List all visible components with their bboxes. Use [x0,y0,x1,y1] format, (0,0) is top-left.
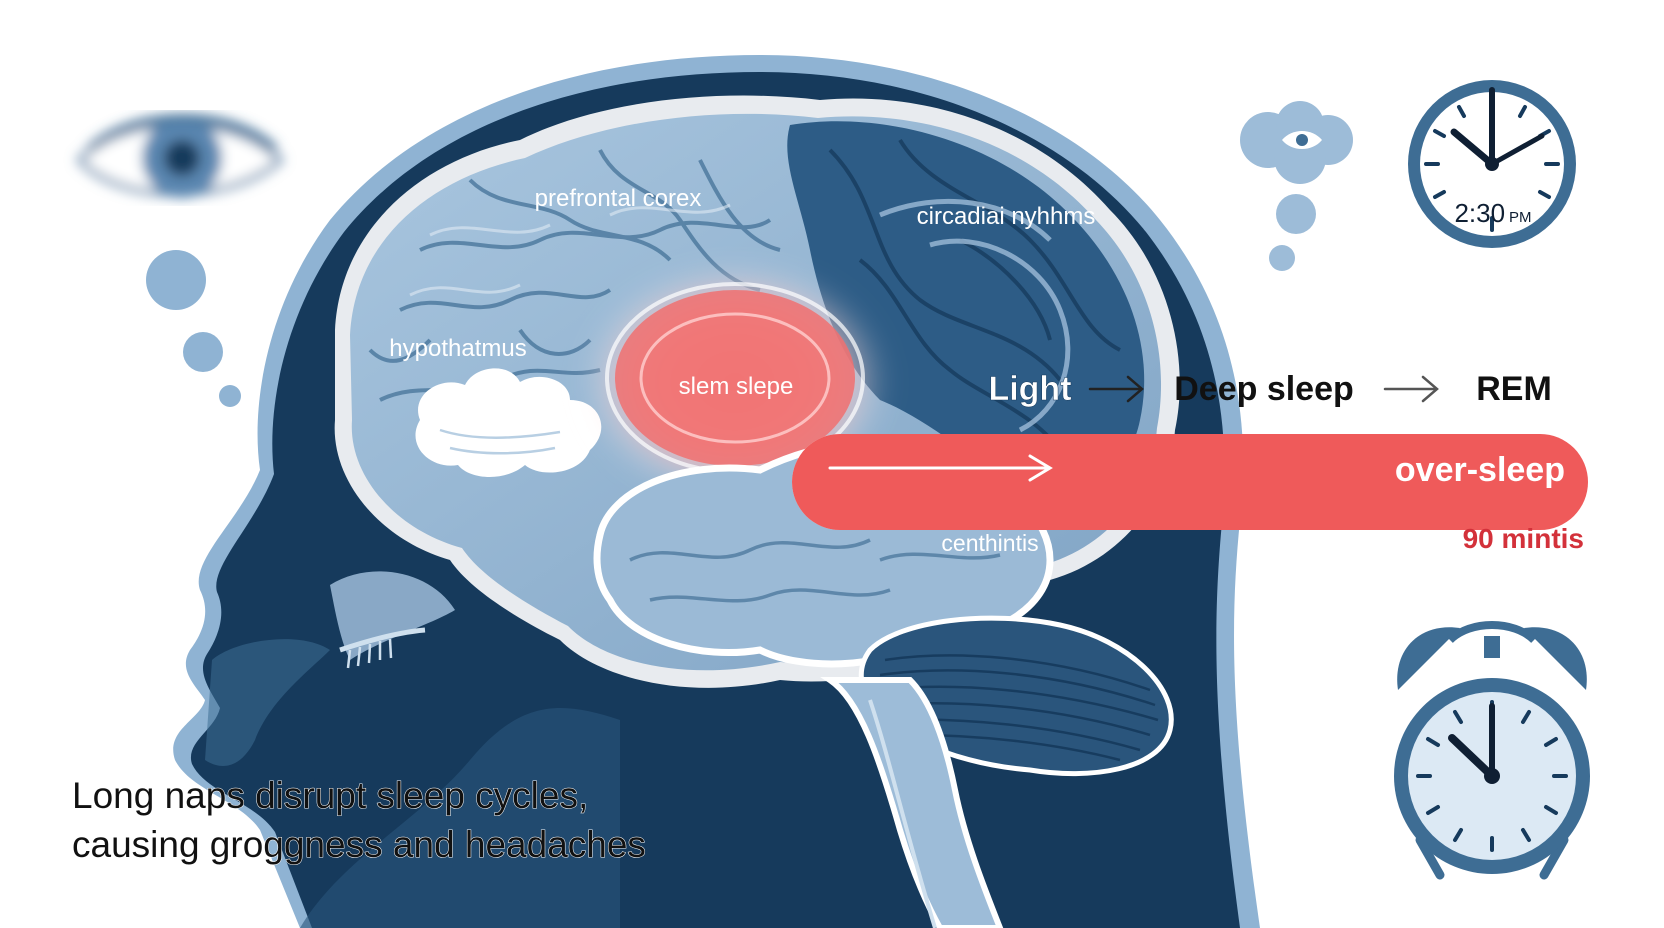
thought-bubble-eye-icon [1240,101,1353,271]
over-sleep-bar [792,434,1588,530]
brainstem [820,677,1004,928]
label-prefrontal: prefrontal corex [535,185,702,212]
sleep-center-highlight [615,290,855,466]
arrow-right-icon [1383,375,1439,403]
cycle-stage-light: Light [988,370,1071,408]
cycle-stage-deep: Deep sleep [1174,370,1354,408]
arrow-right-icon [828,454,1053,482]
over-sleep-duration: 90 mintis [1463,523,1584,554]
label-cerebellum: centhintis [941,530,1038,556]
label-slem: slem slepe [679,373,794,400]
cycle-stage-rem: REM [1476,370,1552,408]
label-circadian: circadiai nyhhms [917,203,1096,230]
thought-bubble-icon [146,250,241,407]
label-hypothalamus: hypothatmus [389,335,526,362]
eye-icon [75,114,285,198]
arrow-right-icon [1088,375,1144,403]
wall-clock-icon [1408,80,1576,248]
over-sleep-label: over-sleep [1395,451,1565,489]
right-lobe [787,121,1145,511]
alarm-clock-icon [1394,621,1590,880]
caption-line-2: causing groggness and headaches [72,824,646,865]
caption-line-1: Long naps disrupt sleep cycles, [72,775,588,816]
